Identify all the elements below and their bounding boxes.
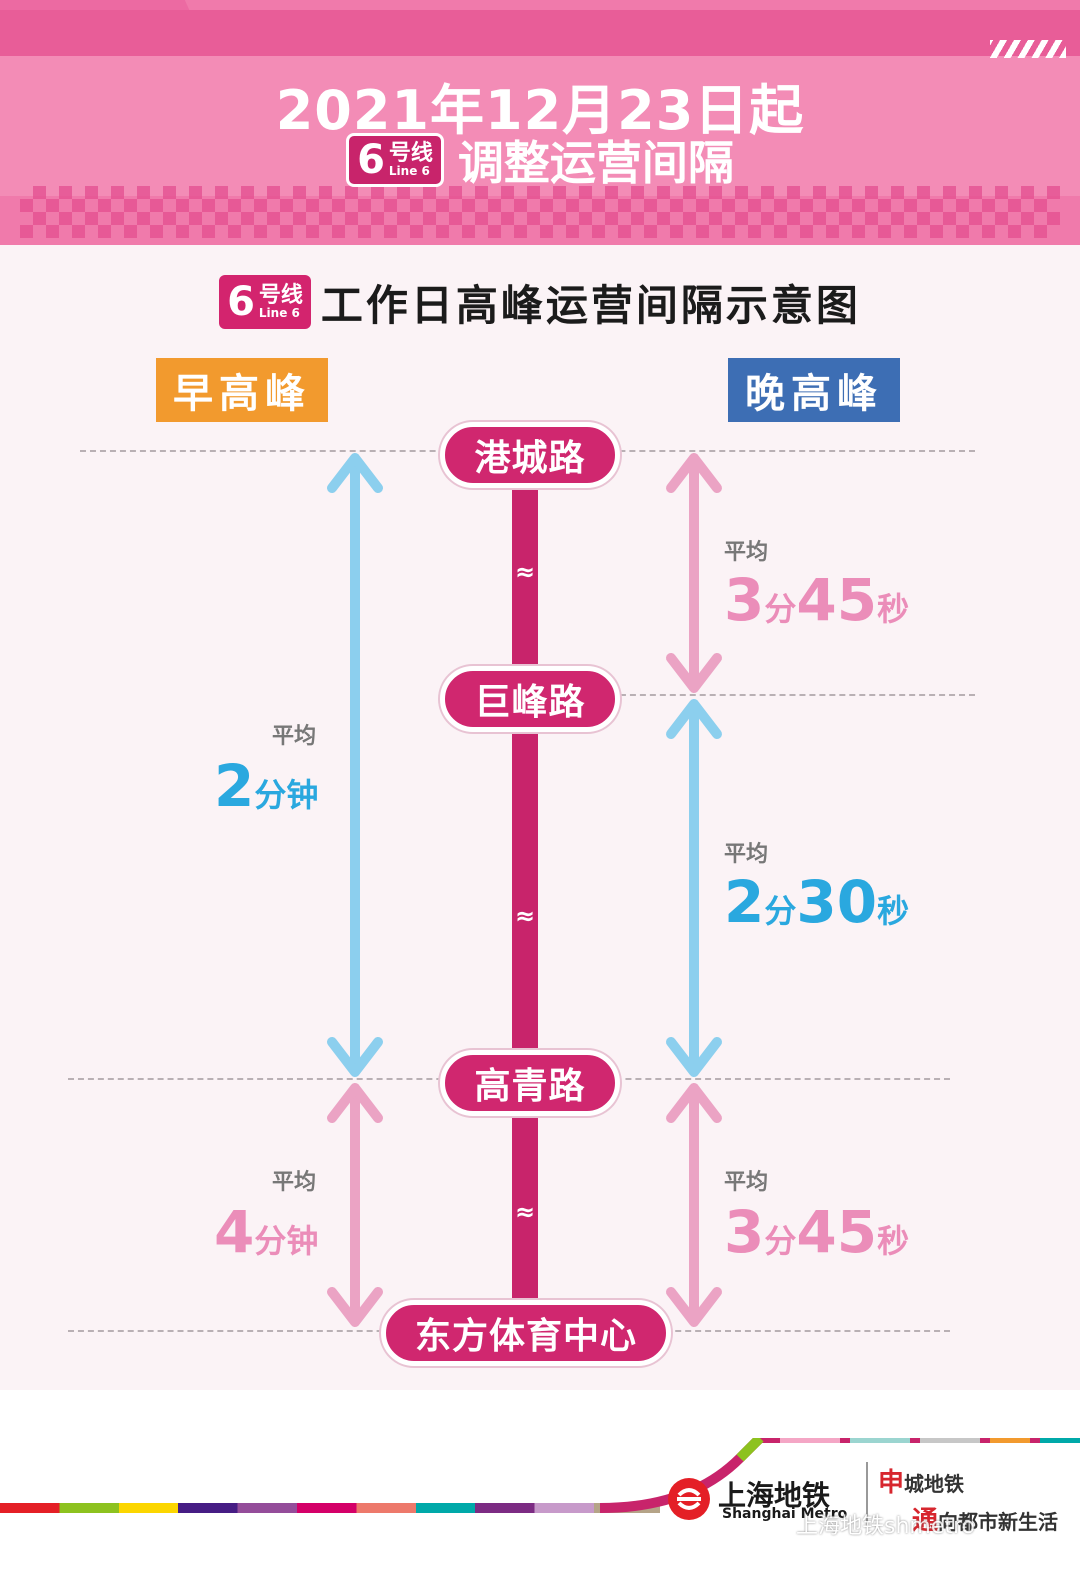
header-subtitle-row: 6 号线 Line 6 调整运营间隔 <box>0 130 1080 190</box>
banner-stripes <box>990 40 1066 58</box>
interval-unit-min: 分 <box>764 1222 797 1260</box>
banner-checker-pattern <box>20 186 1060 238</box>
interval-number: 2 <box>214 752 255 820</box>
watermark: 上海地铁shmetro <box>796 1514 976 1539</box>
station-dongfang-sports-center: 东方体育中心 <box>381 1300 671 1366</box>
line-en: Line 6 <box>388 164 430 178</box>
line-6-badge: 6 号线 Line 6 <box>219 275 311 329</box>
route-break-3: ≈ <box>514 1198 536 1226</box>
line-color-strip <box>0 1503 660 1513</box>
interval-unit: 分钟 <box>254 776 319 814</box>
interval-minutes: 2 <box>724 868 765 936</box>
interval-seconds: 30 <box>796 868 878 936</box>
slogan-red-char-1: 申 <box>878 1468 905 1498</box>
banner-band <box>0 10 1080 56</box>
evening-avg-label-3: 平均 <box>724 1170 769 1195</box>
metro-name-en: Shanghai Metro <box>722 1506 848 1522</box>
interval-seconds: 45 <box>796 566 878 634</box>
interval-unit: 分钟 <box>254 1222 319 1260</box>
interval-seconds: 45 <box>796 1198 878 1266</box>
interval-minutes: 3 <box>724 566 765 634</box>
footer <box>0 1390 1080 1590</box>
line-6-badge: 6 号线 Line 6 <box>346 133 444 187</box>
header-subtitle: 调整运营间隔 <box>457 136 734 190</box>
shanghai-metro-logo-icon <box>668 1478 710 1520</box>
morning-arrow-pink <box>327 1083 383 1327</box>
line-number: 6 <box>227 279 255 325</box>
evening-peak-label: 晚高峰 <box>728 358 900 422</box>
footer-divider <box>866 1462 868 1526</box>
page-title: 工作日高峰运营间隔示意图 <box>320 280 861 330</box>
slogan-line-2: 通向都市新生活 <box>912 1500 1058 1537</box>
line-zh: 号线 <box>388 141 433 166</box>
station-gangchenglu: 港城路 <box>440 422 620 488</box>
morning-avg-label-1: 平均 <box>272 724 317 749</box>
line-number: 6 <box>357 137 385 183</box>
route-line <box>512 480 538 1310</box>
evening-avg-label-1: 平均 <box>724 540 769 565</box>
header-date: 2021年12月23日起 <box>275 79 805 142</box>
evening-interval-3: 3分45秒 <box>724 1198 909 1266</box>
interval-unit-min: 分 <box>764 590 797 628</box>
morning-peak-label: 早高峰 <box>156 358 328 422</box>
header-banner <box>0 0 1080 245</box>
evening-avg-label-2: 平均 <box>724 842 769 867</box>
slogan-text-2: 向都市新生活 <box>938 1510 1059 1534</box>
slogan-red-char-2: 通 <box>912 1506 939 1536</box>
morning-arrow-blue <box>327 453 383 1077</box>
evening-interval-2: 2分30秒 <box>724 868 909 936</box>
interval-arrows <box>327 453 722 1327</box>
interval-unit-sec: 秒 <box>877 590 910 628</box>
metro-name: 上海地铁 <box>718 1479 831 1512</box>
route-break-1: ≈ <box>514 558 536 586</box>
interval-minutes: 3 <box>724 1198 765 1266</box>
title-row: 6 号线 Line 6 工作日高峰运营间隔示意图 <box>0 272 1080 332</box>
evening-arrow-pink-top <box>666 453 722 693</box>
evening-arrow-blue <box>666 699 722 1077</box>
line-en: Line 6 <box>258 306 300 320</box>
route-break-2: ≈ <box>514 902 536 930</box>
morning-interval-1: 2分钟 <box>214 752 318 820</box>
interval-unit-sec: 秒 <box>877 892 910 930</box>
slogan-line-1: 申城地铁 <box>878 1462 964 1499</box>
station-jufenglu: 巨峰路 <box>440 666 620 732</box>
banner-body <box>0 56 1080 196</box>
interval-unit-min: 分 <box>764 892 797 930</box>
station-gaoqinglu: 高青路 <box>440 1050 620 1116</box>
dashed-line-jufenglu <box>600 694 975 696</box>
interval-number: 4 <box>214 1198 255 1266</box>
interval-unit-sec: 秒 <box>877 1222 910 1260</box>
evening-arrow-pink-bottom <box>666 1083 722 1327</box>
evening-interval-1: 3分45秒 <box>724 566 909 634</box>
line-zh: 号线 <box>258 283 303 308</box>
slogan-text-1: 城地铁 <box>904 1472 965 1496</box>
morning-interval-2: 4分钟 <box>214 1198 318 1266</box>
morning-avg-label-2: 平均 <box>272 1170 317 1195</box>
